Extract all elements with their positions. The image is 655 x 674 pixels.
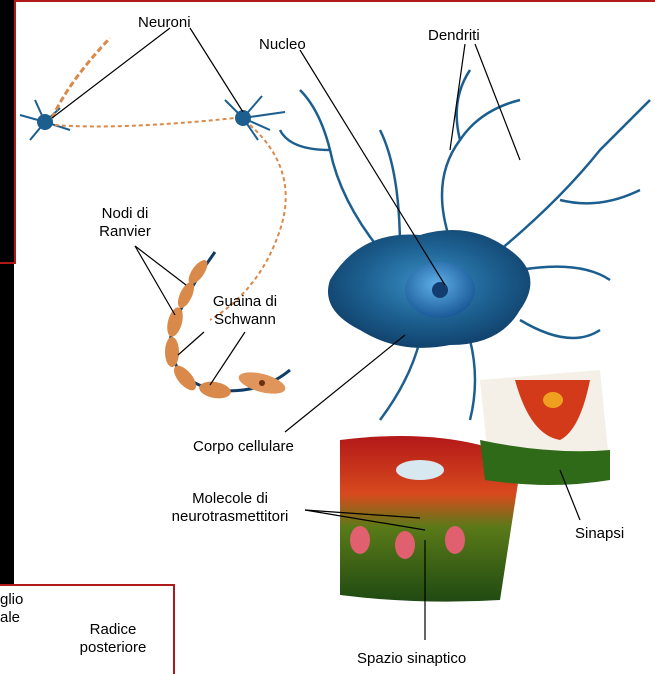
inset-radice-line2: posteriore	[68, 639, 158, 657]
label-guaina-line1: Guaina di	[200, 293, 290, 311]
label-dendriti: Dendriti	[428, 27, 480, 45]
label-corpo-cellulare: Corpo cellulare	[193, 438, 294, 456]
inset-radice-line1: Radice	[68, 621, 158, 639]
label-molecole-line1: Molecole di	[160, 490, 300, 508]
inset-gangli-line2: ale	[0, 609, 23, 627]
label-guaina-di-schwann: Guaina di Schwann	[200, 293, 290, 329]
small-neuron-right	[210, 96, 286, 320]
label-molecole: Molecole di neurotrasmettitori	[160, 490, 300, 526]
label-neuroni: Neuroni	[138, 14, 191, 32]
inset-gangli-line1: glio	[0, 591, 23, 609]
label-sinapsi: Sinapsi	[575, 525, 624, 543]
label-nodi-line2: Ranvier	[85, 223, 165, 241]
inset-label-gangli: glio ale	[0, 591, 23, 627]
label-spazio-sinaptico: Spazio sinaptico	[357, 650, 466, 668]
label-nucleo: Nucleo	[259, 36, 306, 54]
inset-label-radice: Radice posteriore	[68, 621, 158, 657]
label-guaina-line2: Schwann	[200, 311, 290, 329]
small-neuron-left	[20, 38, 235, 140]
label-nodi-di-ranvier: Nodi di Ranvier	[85, 205, 165, 241]
synapse-panel-small	[480, 370, 610, 485]
label-molecole-line2: neurotrasmettitori	[160, 508, 300, 526]
label-nodi-line1: Nodi di	[85, 205, 165, 223]
